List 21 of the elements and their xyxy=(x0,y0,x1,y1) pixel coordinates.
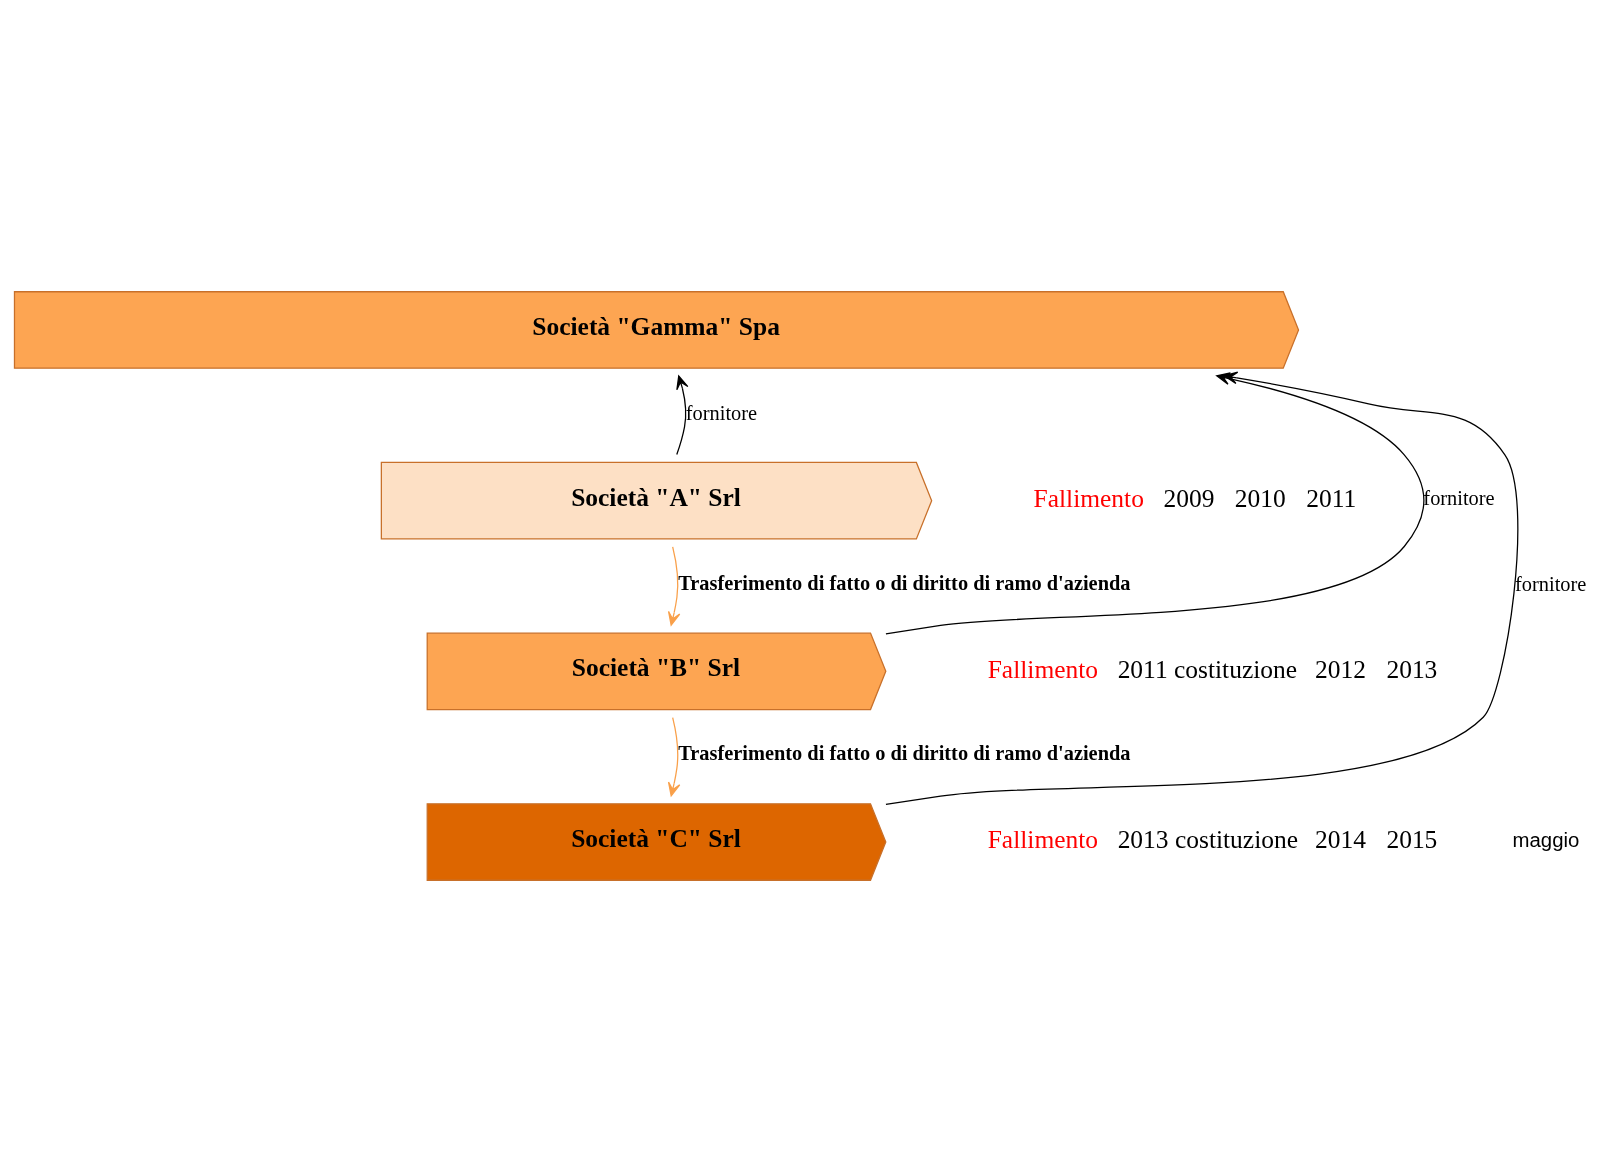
edge-label: fornitore xyxy=(1422,487,1495,510)
node-label: 2010 xyxy=(1234,484,1286,514)
node-label: 2009 xyxy=(1163,484,1214,514)
edge-label: fornitore xyxy=(685,402,757,425)
arrow xyxy=(675,375,688,456)
arrow xyxy=(667,716,680,797)
node-label: 2012 xyxy=(1314,654,1366,684)
node-label: 2013 xyxy=(1385,654,1437,684)
node-label: 2011 xyxy=(1305,484,1356,514)
node-label: Fallimento xyxy=(1033,484,1144,514)
edge-label: fornitore xyxy=(1514,572,1586,595)
node-label: 2015 xyxy=(1385,825,1437,855)
node-label: 2011 costituzione xyxy=(1117,654,1297,684)
edge-label: Trasferimento di fatto o di diritto di ramo d'azienda xyxy=(677,742,1131,765)
arrow xyxy=(667,546,680,626)
edge-label: Trasferimento di fatto o di diritto di ramo d'azienda xyxy=(677,571,1131,594)
label: maggio xyxy=(1512,828,1579,851)
node-label: Fallimento xyxy=(987,825,1098,855)
node-label: Fallimento xyxy=(987,654,1098,684)
node-label: 2014 xyxy=(1314,825,1366,855)
node-label: 2013 costituzione xyxy=(1117,825,1298,855)
